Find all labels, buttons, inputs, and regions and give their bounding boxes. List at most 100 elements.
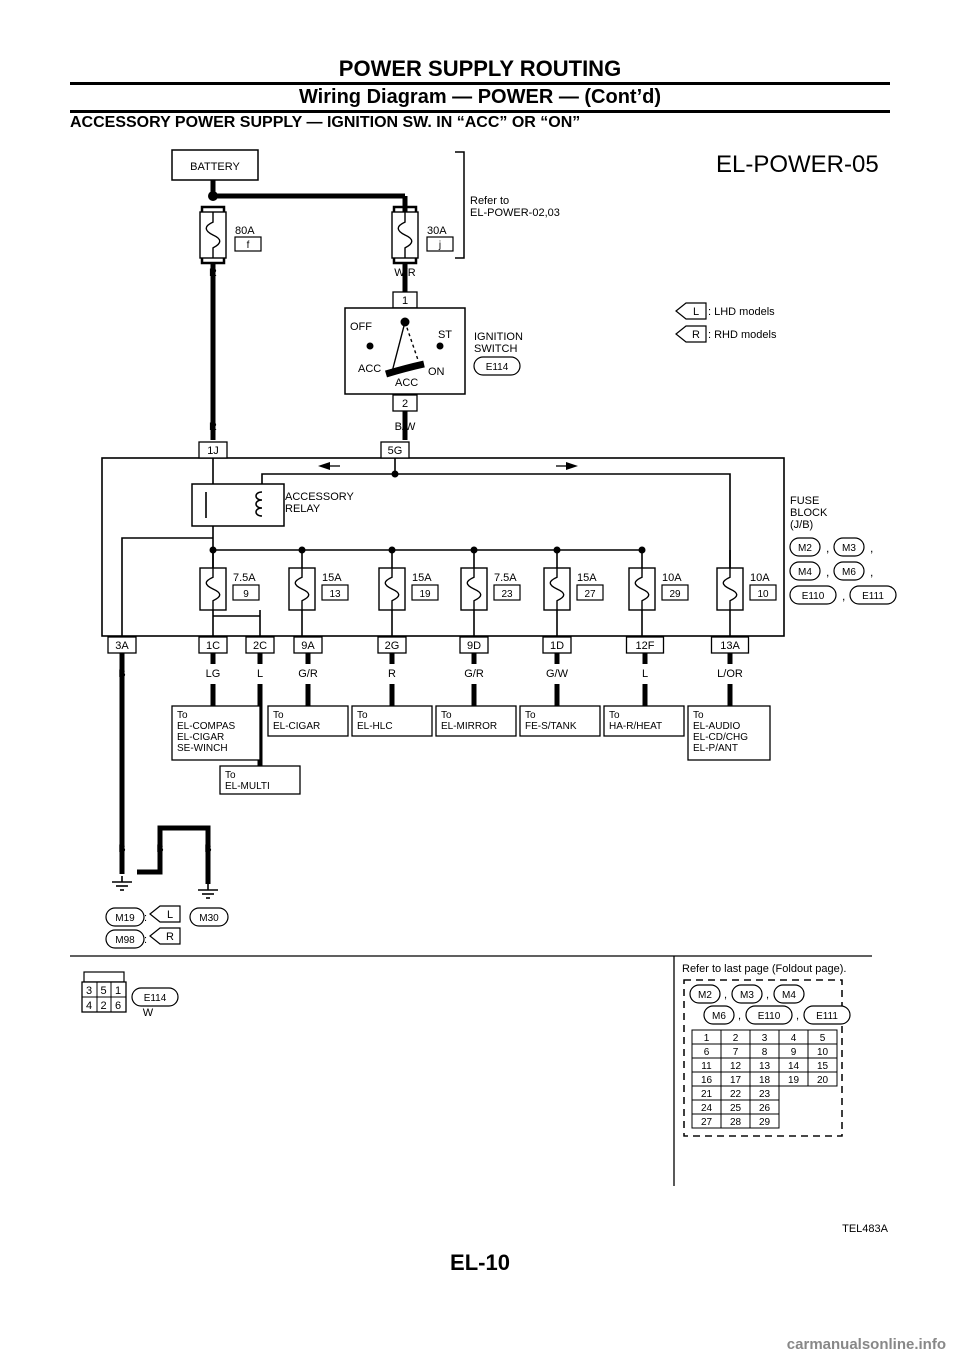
fb-out-1D: 1D: [550, 640, 564, 652]
fb-out-9D: 9D: [467, 640, 481, 652]
fb-fuse-num: 13: [329, 589, 341, 600]
fb-fuse-amp: 15A: [322, 572, 342, 584]
foldout-pin: 24: [701, 1103, 713, 1114]
fb-arrow-right: [566, 462, 578, 470]
legend-text-r: : RHD models: [708, 329, 777, 341]
destination-box: [519, 705, 601, 737]
fb-out-wire: G/W: [546, 668, 569, 680]
fb-fuse-num-box: [232, 584, 260, 601]
e114-tab: [83, 971, 125, 983]
foldout-code-outline: [703, 1005, 735, 1025]
e114-color: W: [143, 1007, 154, 1019]
fb-conn-code-outline: [789, 585, 837, 605]
top-fuse-j-element: [397, 212, 413, 258]
foldout-code-outline: [731, 984, 763, 1004]
ign-pos-acc: ACC: [358, 363, 381, 375]
foldout-pin: 25: [730, 1103, 742, 1114]
section-title: ACCESSORY POWER SUPPLY — IGNITION SW. IN…: [70, 114, 581, 131]
fb-conn-code: M4: [798, 567, 812, 578]
ground-code-m98-outline: [105, 929, 145, 949]
foldout-pin: 1: [704, 1033, 710, 1044]
foldout-pin: 18: [759, 1075, 771, 1086]
foldout-code: M2: [698, 990, 712, 1001]
ign-conn-bottom: 2: [402, 398, 408, 410]
fuse-clip: [200, 205, 226, 212]
destination-box: [603, 705, 685, 737]
fb-fuse-num-box: [321, 584, 349, 601]
foldout-pin: 19: [788, 1075, 800, 1086]
refer-bracket: [455, 151, 465, 259]
fuse-clip: [392, 258, 418, 265]
fb-out-wire: G/R: [298, 668, 318, 680]
refer-to-label: Refer to: [470, 195, 509, 207]
top-fuse-f-element: [205, 212, 221, 258]
foldout-code: E111: [816, 1011, 838, 1022]
destination-label: To: [273, 710, 284, 721]
e114-pin: 4: [86, 1000, 92, 1012]
ground-sep: :: [144, 934, 147, 946]
foldout-pin: 12: [730, 1061, 742, 1072]
ground-code-m19: M19: [115, 913, 135, 924]
fb-fuse-19-element: [384, 568, 400, 610]
fb-conn-code: E110: [802, 591, 825, 602]
fb-conn-code: M3: [842, 543, 856, 554]
header-rule: [70, 110, 890, 113]
destination-label: EL-CD/CHG: [693, 732, 748, 743]
foldout-pin: 2: [733, 1033, 739, 1044]
destination-box: [351, 705, 433, 737]
fb-fuse-num: 9: [243, 589, 249, 600]
destination-label: EL-COMPAS: [177, 721, 235, 732]
legend-code-l-outline: [675, 302, 707, 320]
fb-conn-code-outline: [789, 561, 821, 581]
fb-conn-code-outline: [833, 537, 865, 557]
foldout-pin: 28: [730, 1117, 742, 1128]
fb-fuse-num: 23: [501, 589, 513, 600]
foldout-code-outline: [773, 984, 805, 1004]
fb-conn-code: M2: [798, 543, 812, 554]
destination-label: EL-MIRROR: [441, 721, 497, 732]
fb-out-13A: 13A: [720, 640, 740, 652]
legend-code-r: R: [692, 329, 700, 341]
fb-conn-code-outline: [849, 585, 897, 605]
top-fuse-id: j: [438, 240, 441, 251]
fb-label-2: BLOCK: [790, 507, 828, 519]
foldout-pin: 26: [759, 1103, 771, 1114]
fb-out-3A: 3A: [115, 640, 129, 652]
foldout-pin: 13: [759, 1061, 771, 1072]
foldout-pin: 5: [820, 1033, 826, 1044]
ign-label-2: SWITCH: [474, 343, 517, 355]
ground-model-l-outline: [149, 905, 181, 923]
fb-conn-code-outline: [789, 537, 821, 557]
relay-coil: [255, 491, 263, 517]
fb-fuse-num: 27: [584, 589, 596, 600]
ground-model-l: L: [167, 909, 173, 921]
ground-code-m30-outline: [189, 907, 229, 927]
fb-out-12F: 12F: [636, 640, 655, 652]
fb-fuse-9-element: [205, 568, 221, 610]
fb-wire-bw: [395, 473, 731, 568]
fb-fuse-num: 29: [669, 589, 681, 600]
foldout-pin: 8: [762, 1047, 768, 1058]
foldout-code: M4: [782, 990, 796, 1001]
e114-pin: 3: [86, 985, 92, 997]
fb-fuse-num: 19: [419, 589, 431, 600]
page-number: EL-10: [450, 1250, 510, 1275]
ign-out-wire: B/W: [395, 421, 416, 433]
ign-pos-on: ON: [428, 366, 445, 378]
fb-arrow-left: [318, 462, 330, 470]
destination-label: EL-CIGAR: [273, 721, 320, 732]
ground-code-m30: M30: [199, 913, 219, 924]
destination-label: To: [441, 710, 452, 721]
fb-fuse-amp: 7.5A: [494, 572, 517, 584]
fb-out-9A: 9A: [301, 640, 315, 652]
foldout-pin: 4: [791, 1033, 797, 1044]
ground-sep: :: [144, 912, 147, 924]
ground-code-m98: M98: [115, 935, 135, 946]
top-fuse-amp: 30A: [427, 225, 447, 237]
destination-label: EL-HLC: [357, 721, 393, 732]
ign-terminal: [436, 342, 444, 350]
relay-box: [191, 483, 285, 527]
e114-code-outline: [131, 987, 179, 1007]
legend-code-r-outline: [675, 325, 707, 343]
foldout-pin: 6: [704, 1047, 710, 1058]
